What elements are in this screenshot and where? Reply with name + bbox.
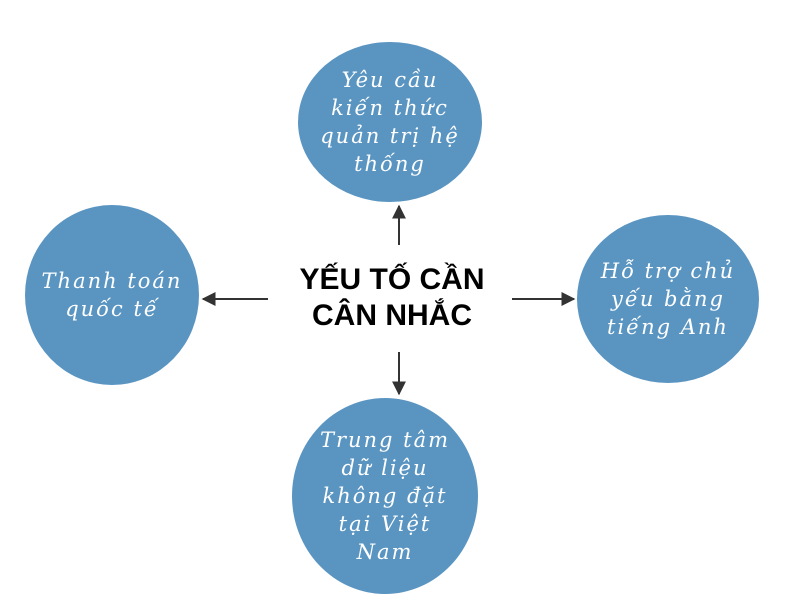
node-datacenter-location: Trung tâm dữ liệu không đặt tại Việt Nam xyxy=(292,398,478,594)
node-system-admin-knowledge: Yêu cầu kiến thức quản trị hệ thống xyxy=(298,42,482,202)
node-label-left: Thanh toán quốc tế xyxy=(41,269,183,321)
node-label-top: Yêu cầu kiến thức quản trị hệ thống xyxy=(320,68,460,176)
node-label-bottom: Trung tâm dữ liệu không đặt tại Việt Nam xyxy=(319,428,451,564)
center-title: YẾU TỐ CẦN CÂN NHẮC xyxy=(299,263,485,332)
node-label-right: Hỗ trợ chủ yếu bằng tiếng Anh xyxy=(600,259,736,339)
node-english-support: Hỗ trợ chủ yếu bằng tiếng Anh xyxy=(577,215,759,383)
node-international-payment: Thanh toán quốc tế xyxy=(25,205,199,385)
